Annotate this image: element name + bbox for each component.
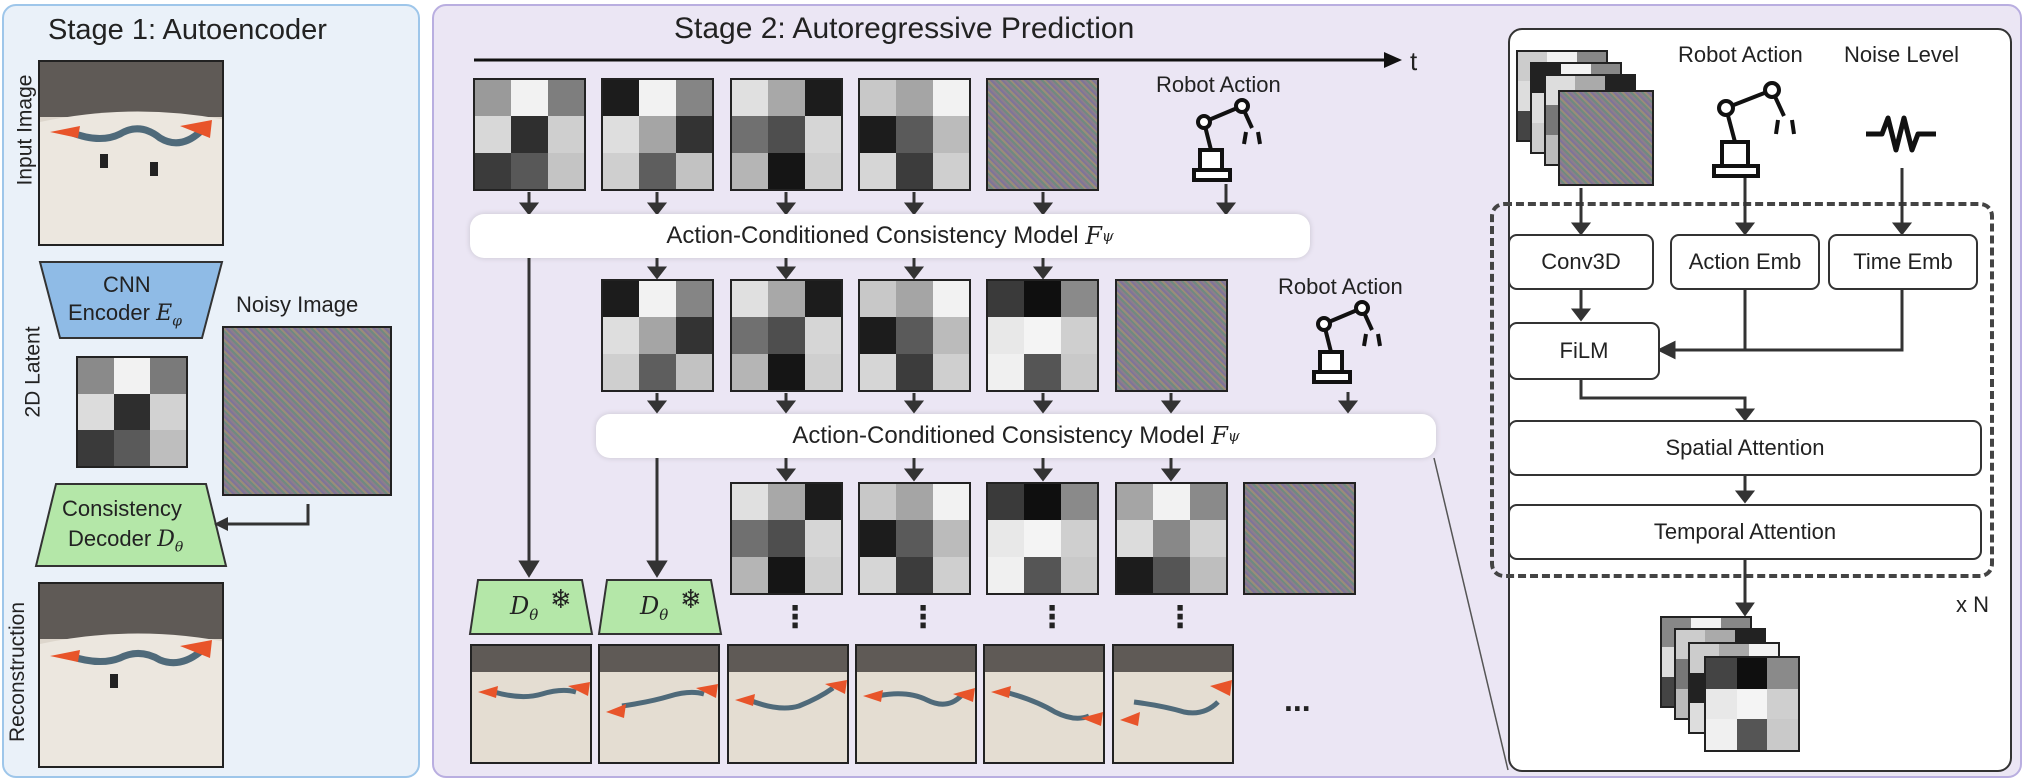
robot-action-label-1: Robot Action [1156, 72, 1281, 97]
arch-robot-action-label: Robot Action [1678, 42, 1803, 67]
latent-grid [76, 356, 188, 468]
continuation-dots-2: ⋮ [908, 601, 938, 634]
decoder-line2: Decoder Dθ [68, 526, 184, 556]
conv3d-block: Conv3D [1508, 234, 1654, 290]
spatial-attention-block: Spatial Attention [1508, 420, 1982, 476]
continuation-dots-1: ⋮ [780, 601, 810, 634]
decoder-line1: Consistency [62, 496, 182, 521]
reconstruction-label: Reconstruction [6, 601, 30, 743]
row2-latent-4 [986, 279, 1099, 392]
output-frame-5 [983, 644, 1105, 764]
frames-ellipsis: ... [1284, 682, 1311, 718]
noisy-image-label: Noisy Image [236, 292, 359, 317]
stage1-title: Stage 1: Autoencoder [48, 14, 327, 46]
row3-noise [1243, 482, 1356, 595]
encoder-line1: CNN [103, 272, 151, 297]
row2-latent-1 [601, 279, 714, 392]
film-block: FiLM [1508, 322, 1660, 380]
output-frame-3 [727, 644, 849, 764]
row3-latent-2 [858, 482, 971, 595]
reconstruction-image [38, 582, 224, 768]
row1-latent-4 [858, 78, 971, 191]
row1-latent-2 [601, 78, 714, 191]
frozen-decoder-1-label: Dθ [510, 592, 539, 624]
input-image [38, 60, 224, 246]
robot-action-label-2: Robot Action [1278, 274, 1403, 299]
row3-latent-1 [730, 482, 843, 595]
output-frame-1 [470, 644, 592, 764]
output-frame-4 [855, 644, 977, 764]
output-frame-6 [1112, 644, 1234, 764]
row2-latent-3 [858, 279, 971, 392]
temporal-attention-block: Temporal Attention [1508, 504, 1982, 560]
output-frame-2 [598, 644, 720, 764]
latent-label: 2D Latent [21, 326, 45, 418]
continuation-dots-4: ⋮ [1165, 601, 1195, 634]
row3-latent-3 [986, 482, 1099, 595]
row2-noise [1115, 279, 1228, 392]
repeat-block [1490, 202, 1994, 578]
input-image-label: Input Image [13, 74, 37, 186]
time-emb-block: Time Emb [1828, 234, 1978, 290]
stack-input-noise [1558, 90, 1654, 186]
row1-noise [986, 78, 1099, 191]
continuation-dots-3: ⋮ [1037, 601, 1067, 634]
snowflake-icon: ❄ [550, 584, 572, 614]
noisy-image [222, 326, 392, 496]
row2-latent-2 [730, 279, 843, 392]
row1-latent-3 [730, 78, 843, 191]
row1-latent-1 [473, 78, 586, 191]
snowflake-icon: ❄ [680, 584, 702, 614]
action-emb-block: Action Emb [1670, 234, 1820, 290]
frozen-decoder-2-label: Dθ [640, 592, 669, 624]
time-label: t [1410, 46, 1418, 76]
noise-level-label: Noise Level [1844, 42, 1959, 67]
stage2-title: Stage 2: Autoregressive Prediction [674, 12, 1135, 45]
row3-latent-4 [1115, 482, 1228, 595]
repeat-label: x N [1956, 592, 1989, 617]
encoder-line2: Encoder Eφ [68, 300, 182, 330]
stack-output-front [1704, 656, 1800, 752]
